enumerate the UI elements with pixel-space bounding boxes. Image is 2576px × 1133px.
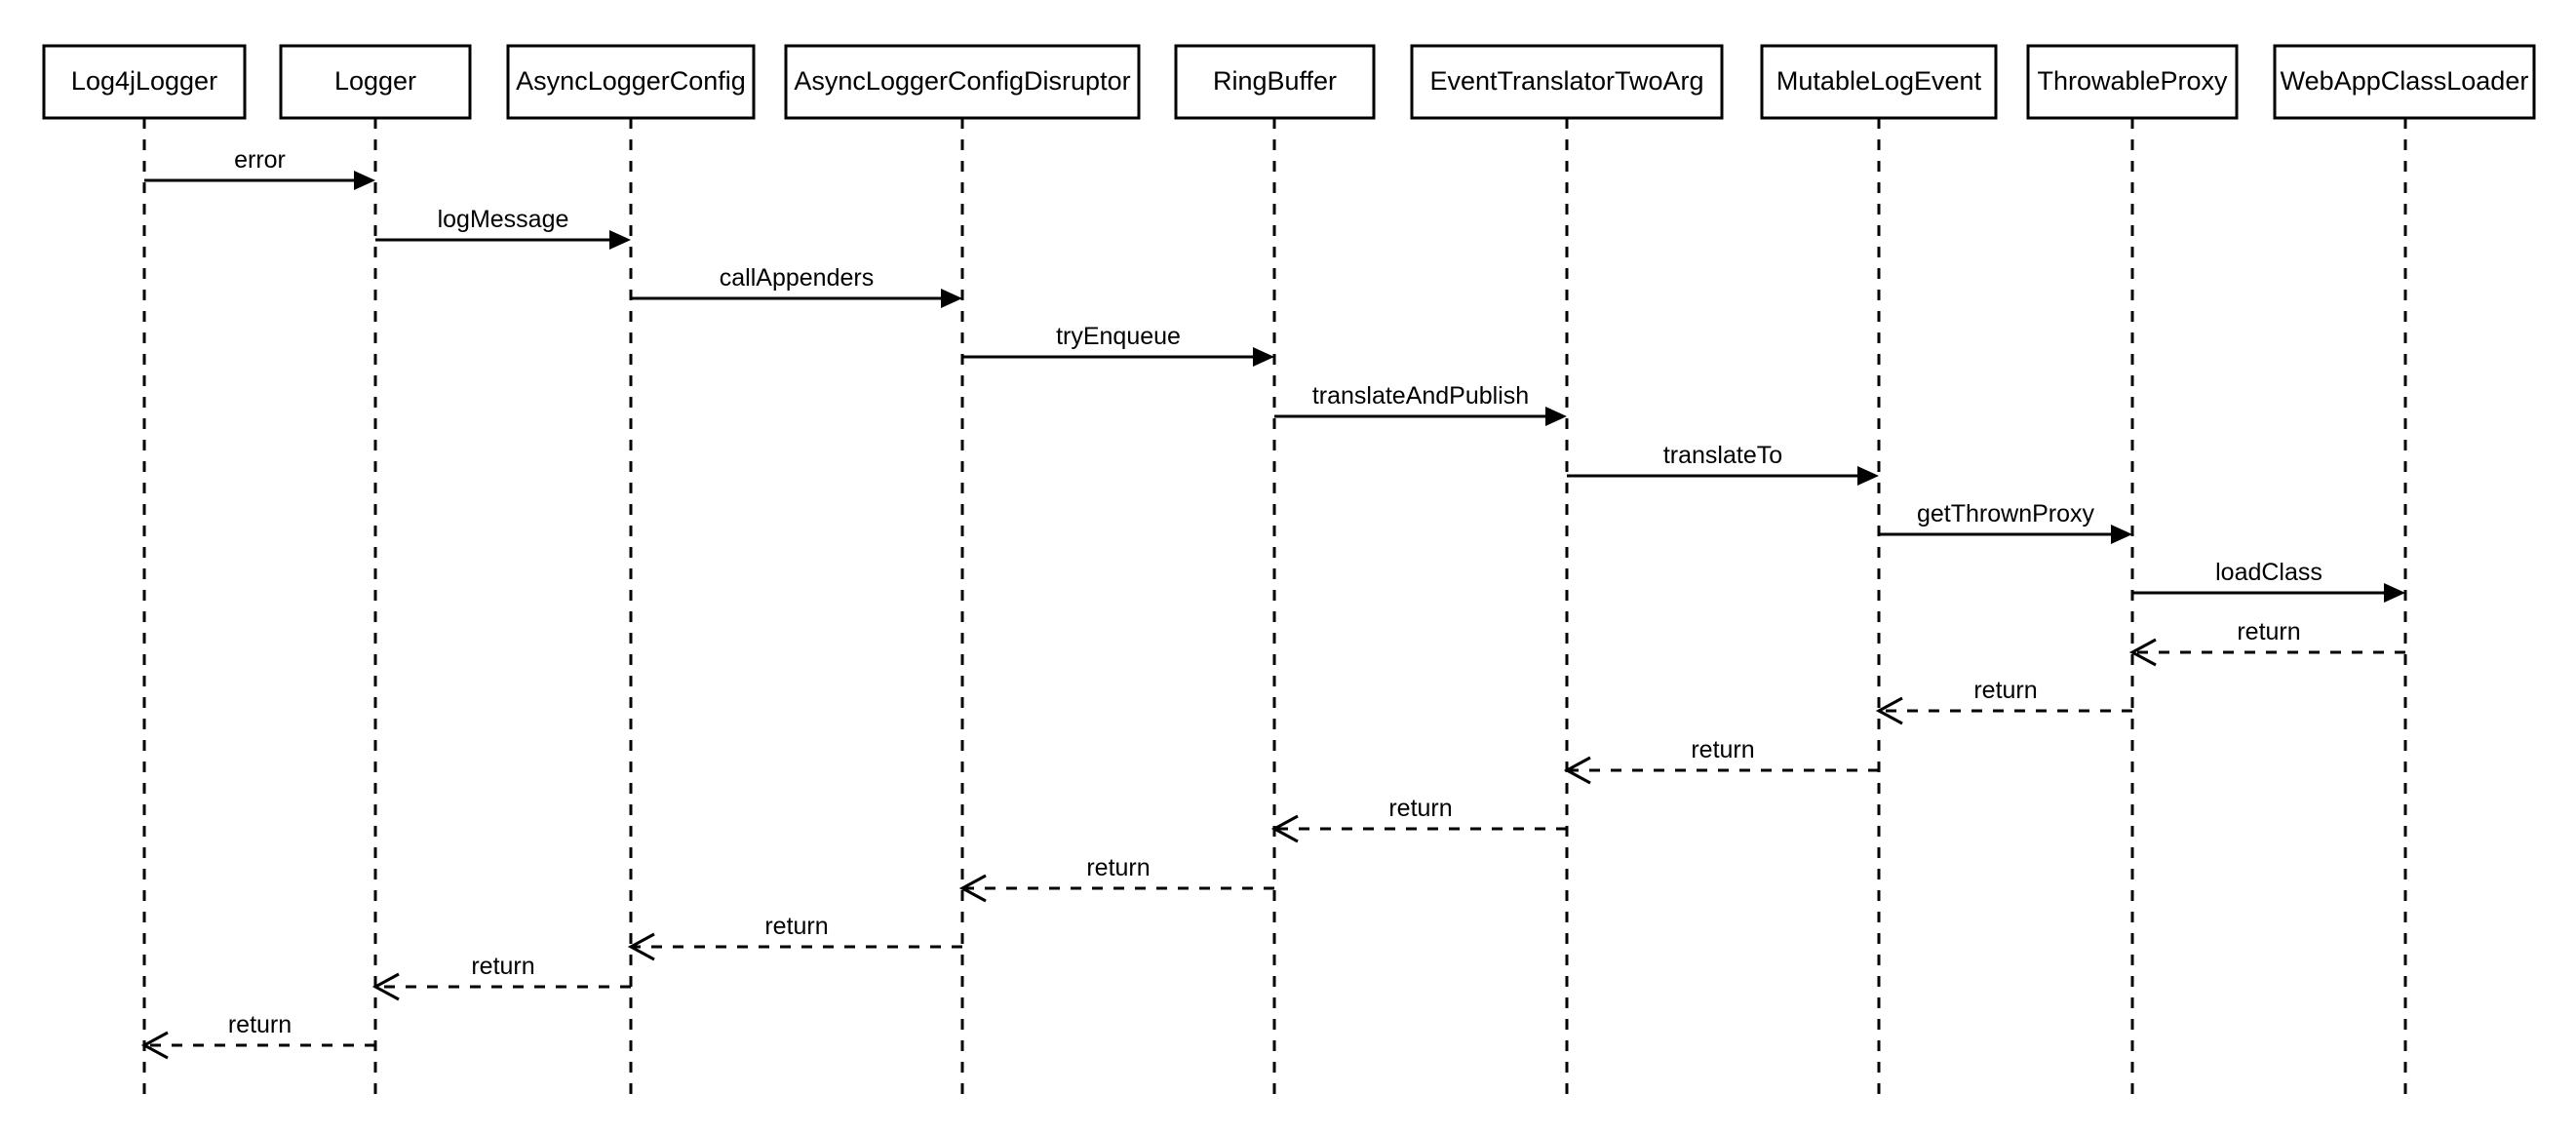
- participant-eventtranslator[interactable]: EventTranslatorTwoArg: [1410, 44, 1724, 120]
- arrowhead-10: [1875, 696, 1903, 725]
- participant-throwableproxy[interactable]: ThrowableProxy: [2026, 44, 2239, 120]
- message-11-return[interactable]: return: [1563, 736, 1879, 785]
- message-label-8: loadClass: [2215, 559, 2322, 586]
- message-1-error[interactable]: error: [144, 146, 375, 190]
- message-14-return[interactable]: return: [627, 913, 962, 961]
- participant-label-asyncloggercfg: AsyncLoggerConfig: [516, 66, 746, 96]
- message-label-2: logMessage: [438, 206, 569, 233]
- arrowhead-3: [941, 289, 962, 308]
- arrowhead-9: [2128, 638, 2157, 667]
- message-label-11: return: [1691, 736, 1754, 763]
- participant-box-logger: [279, 44, 472, 120]
- participant-asyncloggercfg[interactable]: AsyncLoggerConfig: [506, 44, 756, 120]
- participant-webappclassloader[interactable]: WebAppClassLoader: [2273, 44, 2536, 120]
- message-4-tryEnqueue[interactable]: tryEnqueue: [962, 323, 1274, 367]
- message-16-return[interactable]: return: [140, 1011, 375, 1060]
- participant-asyncdisruptor[interactable]: AsyncLoggerConfigDisruptor: [784, 44, 1141, 120]
- participant-label-log4jlogger: Log4jLogger: [71, 66, 217, 96]
- message-label-10: return: [1973, 677, 2037, 704]
- message-13-return[interactable]: return: [958, 854, 1274, 903]
- message-15-return[interactable]: return: [371, 953, 631, 1001]
- arrowhead-6: [1857, 466, 1879, 486]
- participant-box-mutablelogevent: [1760, 44, 1998, 120]
- participant-label-eventtranslator: EventTranslatorTwoArg: [1429, 66, 1703, 96]
- message-12-return[interactable]: return: [1270, 795, 1567, 843]
- lifelines-layer: [142, 118, 2407, 1102]
- message-label-12: return: [1388, 795, 1452, 822]
- arrowhead-5: [1545, 407, 1567, 426]
- message-label-1: error: [234, 146, 286, 174]
- message-9-return[interactable]: return: [2128, 618, 2405, 667]
- message-label-15: return: [471, 953, 534, 980]
- message-label-16: return: [228, 1011, 292, 1038]
- arrowhead-13: [958, 874, 987, 903]
- participant-mutablelogevent[interactable]: MutableLogEvent: [1760, 44, 1998, 120]
- message-8-loadClass[interactable]: loadClass: [2132, 559, 2405, 603]
- message-label-9: return: [2237, 618, 2300, 645]
- arrowhead-4: [1253, 347, 1274, 367]
- participant-box-log4jlogger: [42, 44, 247, 120]
- arrowhead-8: [2384, 583, 2405, 603]
- message-label-7: getThrownProxy: [1917, 500, 2095, 527]
- participant-box-asyncloggercfg: [506, 44, 756, 120]
- message-label-6: translateTo: [1663, 442, 1782, 469]
- arrowhead-16: [140, 1031, 169, 1060]
- message-label-5: translateAndPublish: [1312, 382, 1529, 410]
- message-5-translateAndPublish[interactable]: translateAndPublish: [1274, 382, 1567, 426]
- arrowhead-2: [609, 230, 631, 250]
- participant-label-asyncdisruptor: AsyncLoggerConfigDisruptor: [794, 66, 1130, 96]
- message-6-translateTo[interactable]: translateTo: [1567, 442, 1879, 486]
- participant-label-webappclassloader: WebAppClassLoader: [2281, 66, 2529, 96]
- message-label-13: return: [1086, 854, 1150, 881]
- participant-box-eventtranslator: [1410, 44, 1724, 120]
- participant-box-webappclassloader: [2273, 44, 2536, 120]
- participant-log4jlogger[interactable]: Log4jLogger: [42, 44, 247, 120]
- arrowhead-14: [627, 932, 655, 961]
- participant-box-throwableproxy: [2026, 44, 2239, 120]
- participant-label-throwableproxy: ThrowableProxy: [2037, 66, 2228, 96]
- message-3-callAppenders[interactable]: callAppenders: [631, 264, 962, 308]
- participant-box-ringbuffer: [1174, 44, 1376, 120]
- participant-label-logger: Logger: [334, 66, 416, 96]
- arrowhead-15: [371, 972, 400, 1001]
- message-label-14: return: [764, 913, 828, 940]
- message-7-getThrownProxy[interactable]: getThrownProxy: [1879, 500, 2132, 544]
- message-10-return[interactable]: return: [1875, 677, 2132, 725]
- arrowhead-11: [1563, 756, 1591, 785]
- participants-layer: Log4jLogger Logger AsyncLoggerConfig AsyncL…: [42, 44, 2536, 120]
- message-label-4: tryEnqueue: [1056, 323, 1181, 350]
- participant-label-ringbuffer: RingBuffer: [1213, 66, 1337, 96]
- participant-logger[interactable]: Logger: [279, 44, 472, 120]
- messages-layer: error logMessage callAppenders tryEnqueue tr…: [140, 146, 2405, 1060]
- arrowhead-7: [2111, 525, 2132, 544]
- participant-label-mutablelogevent: MutableLogEvent: [1776, 66, 1982, 96]
- arrowhead-12: [1270, 814, 1299, 843]
- participant-ringbuffer[interactable]: RingBuffer: [1174, 44, 1376, 120]
- arrowhead-1: [354, 171, 375, 190]
- message-label-3: callAppenders: [720, 264, 874, 292]
- participant-box-asyncdisruptor: [784, 44, 1141, 120]
- message-2-logMessage[interactable]: logMessage: [375, 206, 631, 250]
